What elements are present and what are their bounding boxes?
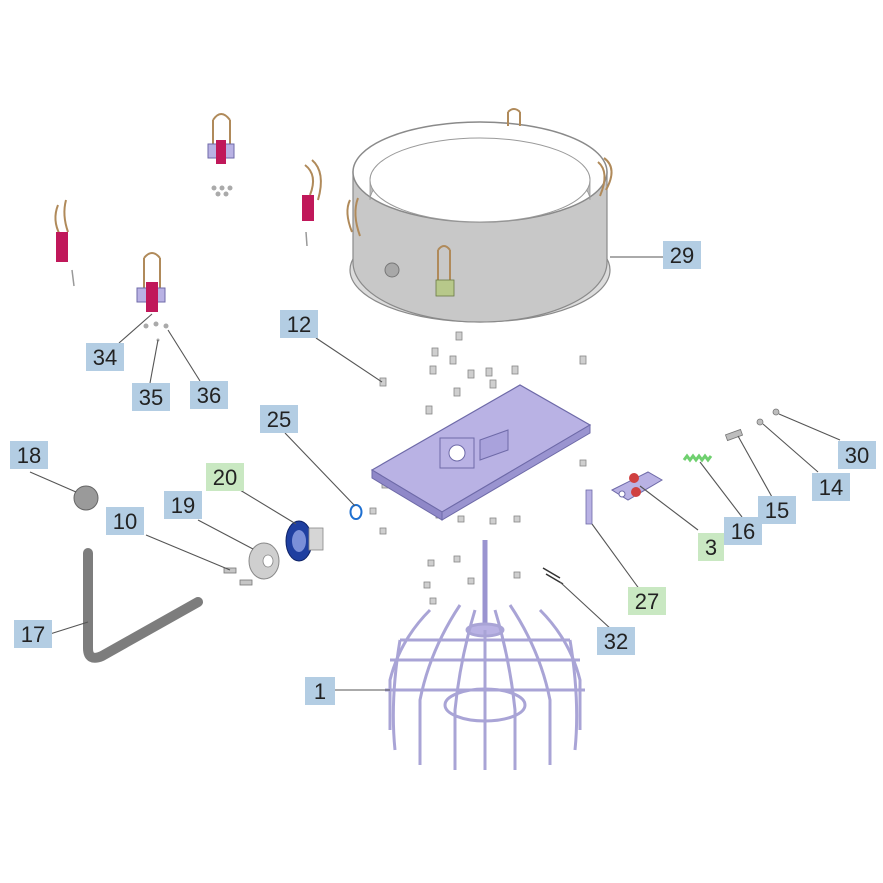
callout-34: 34: [86, 343, 124, 371]
callout-3: 3: [698, 533, 724, 561]
callout-25: 25: [260, 405, 298, 433]
svg-text:3: 3: [705, 535, 717, 560]
callout-30: 30: [838, 441, 876, 469]
callout-32: 32: [597, 627, 635, 655]
callout-18: 18: [10, 441, 48, 469]
part-19-disc: [248, 542, 280, 580]
callout-29: 29: [663, 241, 701, 269]
callout-14: 14: [812, 473, 850, 501]
callout-1: 1: [305, 677, 335, 705]
part-30-nut: [772, 408, 780, 416]
mounting-plate: [370, 384, 592, 521]
part-14-washer: [756, 418, 764, 426]
part-34-latch: [136, 252, 169, 342]
svg-text:16: 16: [731, 519, 755, 544]
part-18-ball: [73, 485, 99, 511]
svg-text:30: 30: [845, 443, 869, 468]
callout-17: 17: [14, 620, 52, 648]
svg-text:1: 1: [314, 679, 326, 704]
callout-20: 20: [206, 463, 244, 491]
svg-text:27: 27: [635, 589, 659, 614]
svg-text:17: 17: [21, 622, 45, 647]
part-10-screws: [223, 567, 253, 586]
svg-text:35: 35: [139, 385, 163, 410]
svg-text:29: 29: [670, 243, 694, 268]
callout-15: 15: [758, 496, 796, 524]
callout-12: 12: [280, 310, 318, 338]
part-32-wire: [542, 567, 564, 585]
part-3-linkage: [610, 471, 663, 501]
part-20-wheel: [285, 520, 324, 562]
svg-text:14: 14: [819, 475, 843, 500]
svg-text:12: 12: [287, 312, 311, 337]
part-17-handle: [83, 548, 203, 663]
svg-text:18: 18: [17, 443, 41, 468]
part-27-shaft: [585, 489, 593, 525]
callout-35: 35: [132, 383, 170, 411]
svg-text:20: 20: [213, 465, 237, 490]
leader-lines: [29, 256, 841, 691]
latch-middle: [302, 159, 322, 247]
callout-27: 27: [628, 587, 666, 615]
callout-36: 36: [190, 381, 228, 409]
svg-text:15: 15: [765, 498, 789, 523]
svg-text:34: 34: [93, 345, 117, 370]
svg-text:32: 32: [604, 629, 628, 654]
part-15-pin: [724, 428, 744, 442]
svg-text:36: 36: [197, 383, 221, 408]
svg-text:19: 19: [171, 493, 195, 518]
part-1-cage: [385, 540, 585, 770]
latch-top: [207, 113, 235, 197]
latch-left: [54, 199, 75, 287]
part-16-spring: [682, 453, 713, 463]
callout-10: 10: [106, 507, 144, 535]
svg-text:10: 10: [113, 509, 137, 534]
svg-text:25: 25: [267, 407, 291, 432]
callouts: 1 3 10 12 14 15 16 17: [10, 241, 876, 705]
callout-16: 16: [724, 517, 762, 545]
part-29-ring: [346, 108, 613, 323]
part-25-o-ring: [349, 504, 363, 520]
callout-19: 19: [164, 491, 202, 519]
